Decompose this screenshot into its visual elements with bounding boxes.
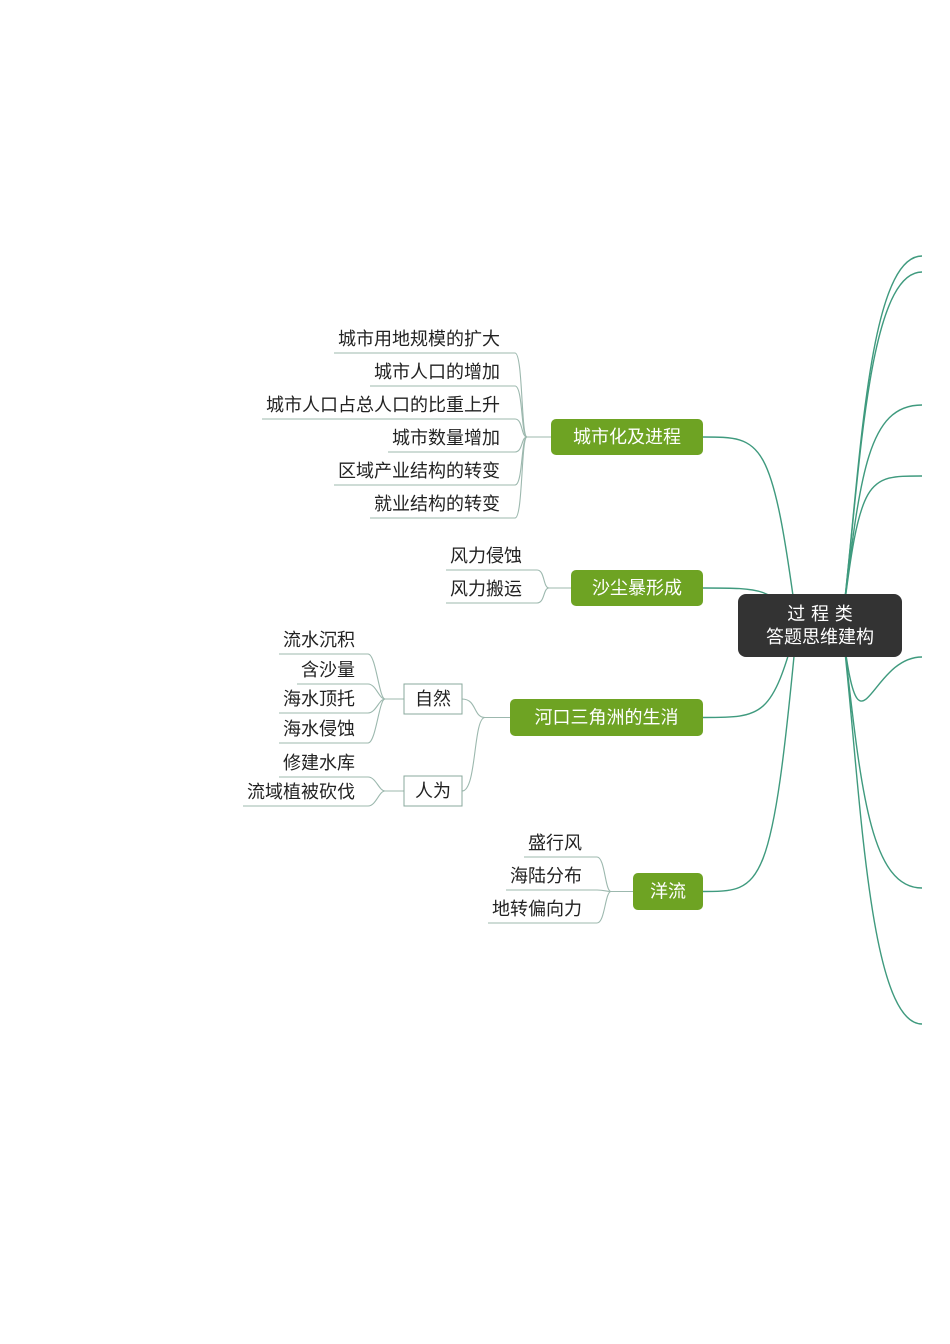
leaf-label: 地转偏向力 — [492, 899, 582, 920]
branch-node[interactable]: 沙尘暴形成 — [571, 570, 703, 606]
main-connector — [702, 624, 798, 893]
leaf-connector — [279, 698, 404, 744]
sub-label: 人为 — [415, 781, 451, 802]
center-title-line2: 答题思维建构 — [766, 627, 874, 648]
leaf-label: 城市数量增加 — [392, 428, 500, 449]
sub-node[interactable]: 人为 — [403, 775, 463, 807]
branch-box — [571, 570, 703, 606]
branch-connector — [841, 475, 923, 626]
leaf-label: 城市用地规模的扩大 — [338, 329, 500, 350]
branch-box — [510, 699, 703, 736]
branch-connector — [841, 255, 923, 626]
sub-node[interactable]: 自然 — [403, 683, 463, 715]
leaf-label: 城市人口占总人口的比重上升 — [266, 395, 500, 416]
leaf-label: 城市人口的增加 — [374, 362, 500, 383]
branch-node[interactable]: 河口三角洲的生消 — [510, 699, 703, 736]
leaf-label: 风力侵蚀 — [450, 546, 522, 567]
leaf-label: 修建水库 — [283, 753, 355, 774]
center-box — [738, 594, 902, 657]
branch-label: 沙尘暴形成 — [592, 578, 682, 599]
branch-box — [633, 873, 703, 910]
leaf-label: 海陆分布 — [510, 866, 582, 887]
branch-label: 洋流 — [650, 882, 686, 903]
leaf-connector — [488, 890, 633, 924]
leaf-label: 风力搬运 — [450, 579, 522, 600]
leaf-label: 海水侵蚀 — [283, 719, 355, 740]
sub-label: 自然 — [415, 689, 451, 710]
leaf-label: 区域产业结构的转变 — [338, 461, 500, 482]
leaf-label: 含沙量 — [301, 660, 355, 681]
branch-connector — [841, 624, 923, 1025]
nodes: 城市化及进程 城市用地规模的扩大城市人口的增加城市人口占总人口的比重上升城市数量增… — [247, 329, 902, 920]
branch-connector — [841, 624, 923, 889]
center-title-line1: 过 程 类 — [787, 604, 852, 625]
sub-box — [403, 775, 463, 807]
branch-node[interactable]: 城市化及进程 — [551, 419, 703, 455]
sub-box — [403, 683, 463, 715]
main-connector — [702, 436, 798, 626]
leaf-connector — [446, 587, 571, 604]
branch-connector — [841, 624, 923, 702]
sub-connector — [461, 698, 510, 719]
leaf-label: 流域植被砍伐 — [247, 782, 355, 803]
branch-label: 城市化及进程 — [573, 427, 681, 448]
branch-node[interactable]: 洋流 — [633, 873, 703, 910]
branch-label: 河口三角洲的生消 — [535, 708, 679, 729]
leaf-label: 盛行风 — [528, 833, 582, 854]
branch-connector — [841, 271, 923, 626]
connectors — [243, 255, 923, 1025]
leaf-connector — [243, 790, 404, 807]
branch-box — [551, 419, 703, 455]
leaf-label: 流水沉积 — [283, 630, 355, 651]
leaf-label: 海水顶托 — [283, 689, 355, 710]
sub-connector — [461, 716, 510, 792]
leaf-label: 就业结构的转变 — [374, 494, 500, 515]
leaf-connector — [370, 436, 551, 519]
